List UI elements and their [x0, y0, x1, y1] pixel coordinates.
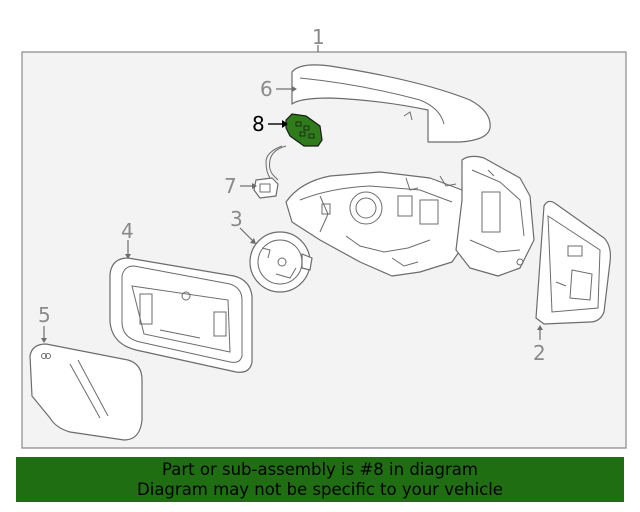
- arrowhead-4: [125, 254, 131, 259]
- arrowhead-2: [537, 325, 543, 330]
- arrowhead-7: [252, 183, 257, 189]
- callout-2[interactable]: 2: [533, 341, 546, 365]
- part-6-mirror-cover[interactable]: [291, 64, 491, 143]
- leader-3: [239, 227, 255, 243]
- callout-8[interactable]: 8: [252, 112, 265, 136]
- callout-1[interactable]: 1: [312, 25, 325, 49]
- fitment-notice-banner: Part or sub-assembly is #8 in diagram Di…: [16, 457, 624, 502]
- callout-3[interactable]: 3: [230, 207, 243, 231]
- part-3-glass-actuator[interactable]: [249, 231, 313, 293]
- mirror-housing-bracket[interactable]: [285, 171, 471, 277]
- callout-7[interactable]: 7: [224, 174, 237, 198]
- part-4-glass-backing-plate[interactable]: [109, 257, 253, 373]
- banner-line-part-number: Part or sub-assembly is #8 in diagram: [162, 460, 478, 479]
- part-2-mirror-base[interactable]: [535, 200, 611, 325]
- part-5-mirror-glass[interactable]: [29, 343, 143, 441]
- arrowhead-5: [41, 338, 47, 343]
- part-7-wiring-harness[interactable]: [253, 145, 287, 199]
- arrowhead-3: [250, 238, 256, 244]
- callout-6[interactable]: 6: [260, 77, 273, 101]
- part-8-control-module[interactable]: [285, 113, 323, 147]
- mirror-mount-arm[interactable]: [455, 155, 535, 277]
- arrowhead-6: [292, 86, 297, 92]
- arrowhead-8: [282, 120, 288, 128]
- callout-4[interactable]: 4: [121, 219, 134, 243]
- banner-line-disclaimer: Diagram may not be specific to your vehi…: [137, 480, 503, 499]
- mirror-assembly-diagram: 1 6 8 7: [21, 25, 627, 449]
- callout-5[interactable]: 5: [38, 303, 51, 327]
